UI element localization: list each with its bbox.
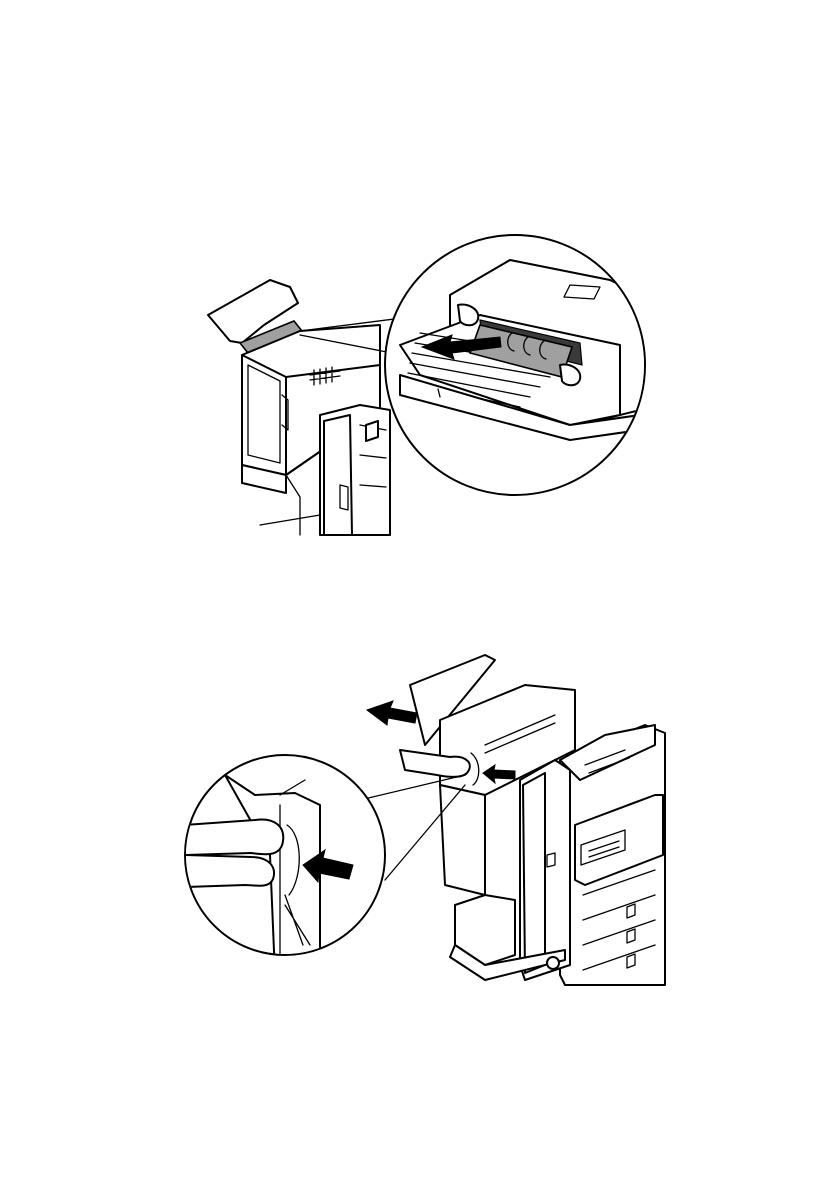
finisher-release-drawing: [185, 645, 665, 990]
illustration-paper-jam-top-cover: [190, 225, 660, 540]
finisher-unit: [410, 655, 575, 980]
printer-unit: [560, 725, 665, 985]
magnified-detail: [385, 235, 660, 495]
move-finisher-arrow-icon: [367, 701, 417, 725]
magnified-detail: [185, 755, 385, 975]
printer-side: [320, 405, 390, 535]
illustration-finisher-release: [185, 645, 665, 990]
finisher-jam-drawing: [190, 225, 660, 540]
